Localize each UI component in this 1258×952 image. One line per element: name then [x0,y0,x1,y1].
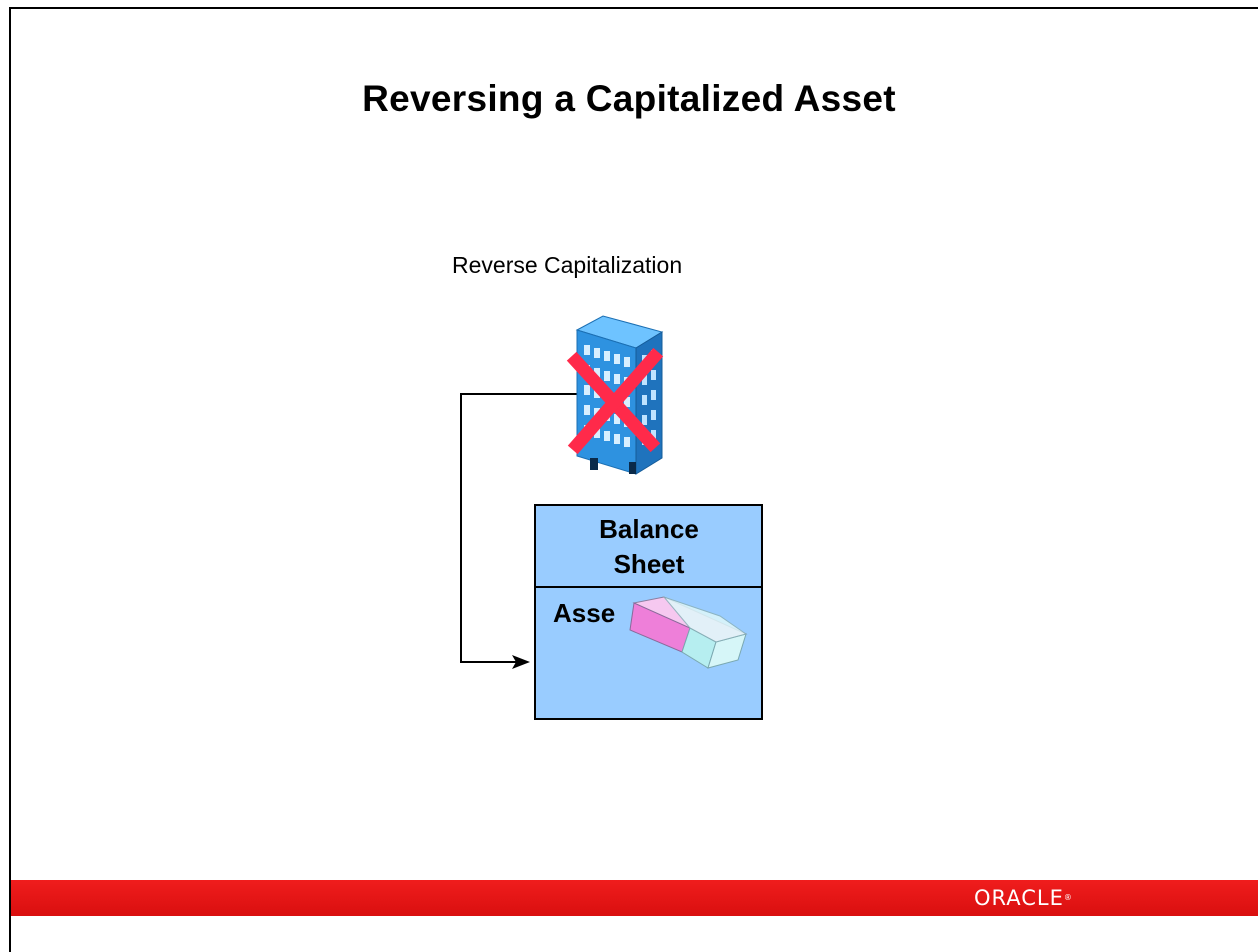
slide-frame [9,7,1258,952]
footer-bar [11,880,1258,916]
oracle-logo: ORACLE® [974,886,1073,910]
eraser-icon [629,595,748,669]
diagram-subtitle: Reverse Capitalization [452,252,683,278]
balance-sheet-title: Balance Sheet [536,512,762,582]
connector-arrow [460,393,580,669]
slide-title: Reversing a Capitalized Asset [362,78,896,119]
balance-sheet-title-line2: Sheet [613,549,685,579]
asset-label: Asse [553,598,616,628]
red-x-icon [566,347,664,455]
oracle-logo-text: ORACLE [974,886,1064,910]
balance-sheet-title-line1: Balance [599,514,699,544]
